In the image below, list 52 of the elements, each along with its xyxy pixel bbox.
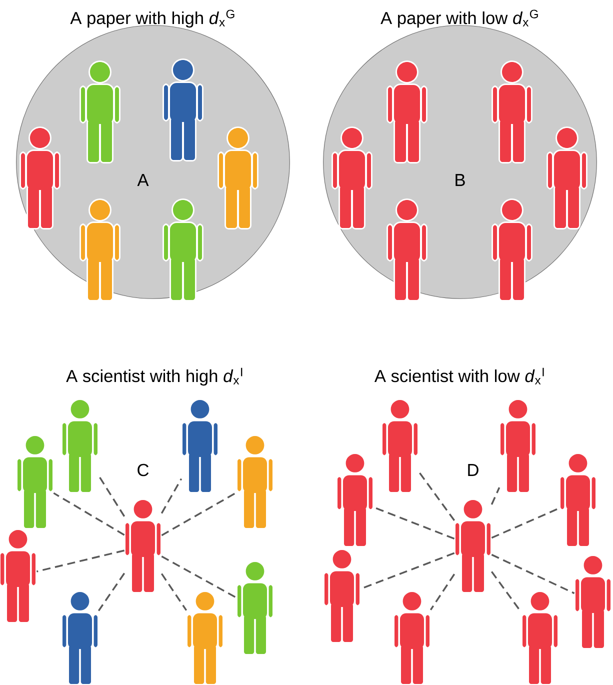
dashed-connector (491, 554, 575, 594)
person-icon (80, 60, 120, 164)
person-icon (381, 398, 419, 494)
dashed-connector (36, 550, 125, 572)
person-icon (124, 498, 162, 594)
panel-letter: C (135, 462, 151, 478)
person-icon (332, 126, 372, 230)
person-icon (181, 398, 219, 494)
person-icon (386, 60, 428, 164)
dashed-connector (98, 572, 126, 612)
person-icon (162, 198, 204, 302)
dashed-connector (491, 507, 560, 539)
person-icon (218, 126, 258, 230)
person-icon (559, 452, 597, 548)
person-icon (186, 590, 224, 685)
person-icon (492, 60, 532, 164)
person-icon (0, 528, 37, 624)
person-icon (499, 398, 537, 494)
person-icon (574, 554, 612, 650)
panel-title: A paper with high d$_{x}$G (70, 10, 234, 28)
person-icon (20, 126, 60, 230)
panel-letter: D (465, 462, 481, 478)
panel-title: A scientist with high d$_{x}$I (64, 366, 246, 387)
person-icon (492, 198, 532, 302)
dashed-connector (160, 478, 182, 514)
person-icon (323, 548, 361, 644)
dashed-connector (373, 506, 455, 540)
person-icon (393, 590, 431, 685)
dashed-connector (418, 471, 456, 521)
person-icon (236, 434, 274, 530)
dashed-connector (98, 475, 126, 517)
person-icon (454, 498, 492, 594)
person-icon (61, 398, 99, 494)
panel-title: A scientist with low d$_{x}$I (373, 366, 547, 386)
dashed-connector (160, 573, 188, 611)
person-icon (386, 198, 428, 302)
person-icon (546, 126, 588, 230)
person-icon (521, 590, 559, 685)
dashed-connector (490, 487, 500, 505)
person-icon (80, 198, 120, 302)
person-icon (336, 452, 374, 548)
person-icon (16, 434, 54, 530)
dashed-connector (161, 492, 237, 536)
person-icon (236, 560, 274, 656)
person-icon (61, 590, 99, 685)
panel-letter: A (137, 174, 149, 186)
dashed-connector (161, 556, 237, 598)
person-icon (162, 58, 204, 162)
dashed-connector (53, 492, 125, 536)
dashed-connector (430, 574, 456, 610)
panel-letter: B (456, 174, 465, 186)
panel-title: A paper with low d$_{x}$G (380, 10, 538, 28)
